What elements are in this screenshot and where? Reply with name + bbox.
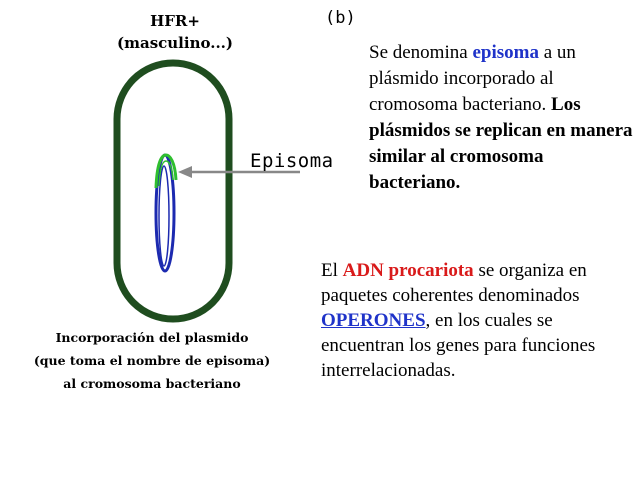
chromosome-blue-ring-inner — [158, 165, 170, 267]
operon-paragraph: El ADN procariota se organiza en paquete… — [321, 258, 631, 383]
bacterial-cell-wall — [113, 59, 233, 323]
panel-label: (b) — [325, 8, 356, 28]
cell-title-line1: HFR+ — [150, 12, 200, 30]
term-adn-procariota: ADN procariota — [342, 260, 474, 281]
operones-link[interactable]: OPERONES — [321, 310, 426, 331]
term-episoma: episoma — [472, 42, 539, 63]
caption-line: (que toma el nombre de episoma) — [33, 353, 271, 368]
p2-text: El — [321, 260, 343, 281]
episome-green-segment-inner — [158, 160, 174, 187]
diagram-caption: Incorporación del plasmido (que toma el … — [2, 326, 302, 395]
episome-label: Episoma — [250, 150, 334, 172]
p1-bold-statement: Los plásmidos se replican en manera simi… — [369, 94, 633, 193]
p2-text: , en los cuales se encuentran los genes … — [321, 310, 596, 381]
cell-title: HFR+ (masculino...) — [110, 10, 240, 54]
episome-pointer-arrowhead — [178, 166, 192, 178]
p2-text: se organiza en paquetes coherentes denom… — [321, 260, 587, 306]
cell-title-line2: (masculino...) — [117, 34, 233, 52]
p1-text: Se denomina — [369, 42, 473, 63]
episome-green-segment — [154, 153, 178, 189]
caption-line: Incorporación del plasmido — [55, 330, 249, 345]
p1-text: a un plásmido incorporado al cromosoma b… — [369, 42, 576, 115]
caption-line: al cromosoma bacteriano — [63, 376, 241, 391]
episome-definition: Se denomina episoma a un plásmido incorp… — [369, 40, 634, 196]
